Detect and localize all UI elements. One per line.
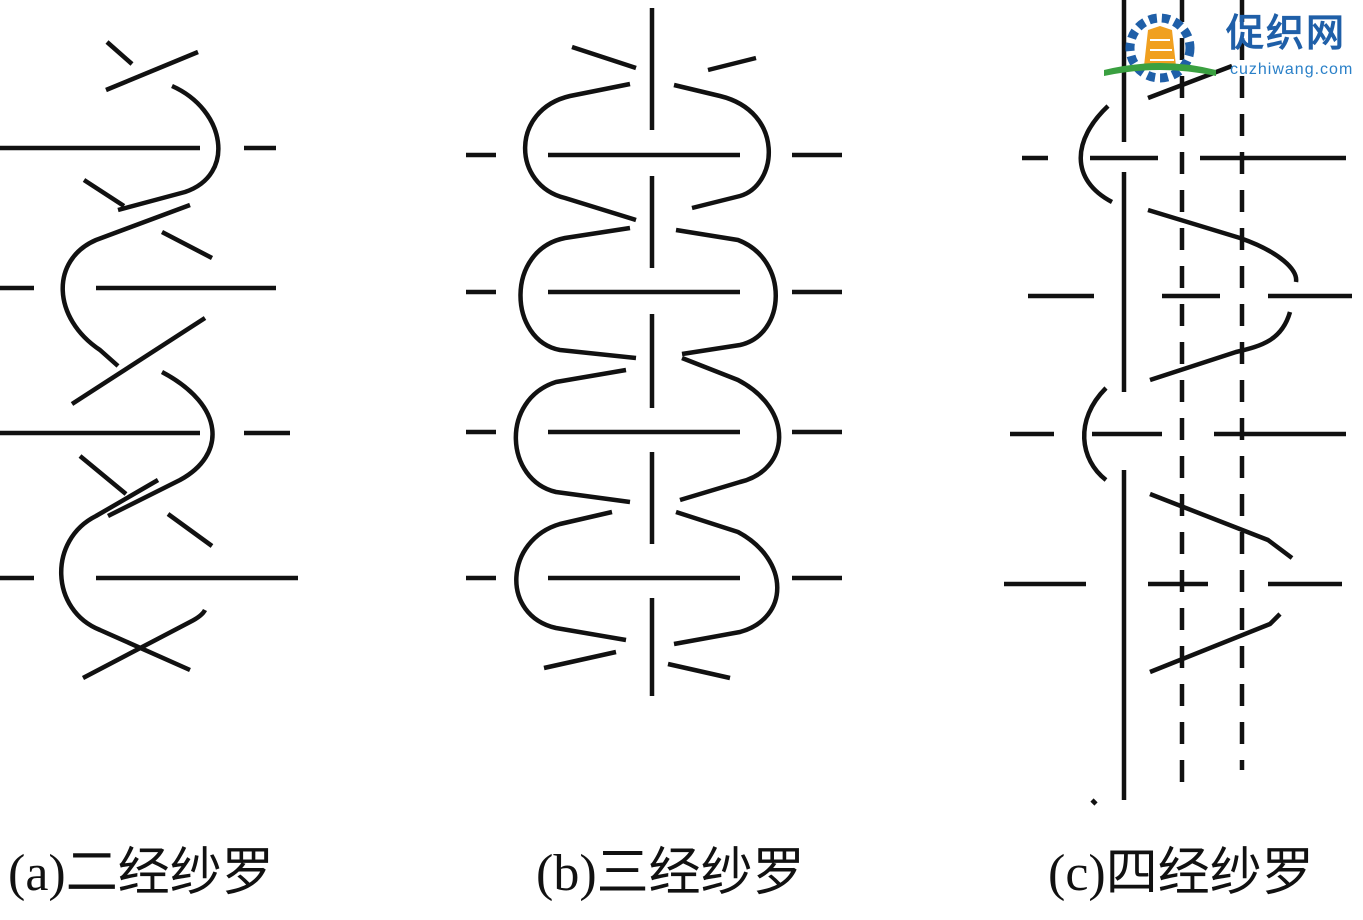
crossing-warp-yarns xyxy=(513,44,782,681)
logo-title: 促织网 xyxy=(1226,11,1347,55)
site-logo: 促织网 cuzhiwang.com xyxy=(1100,12,1362,88)
weft-yarns xyxy=(466,152,842,581)
caption-four-end-leno: (c)四经纱罗 xyxy=(1048,845,1314,902)
crossing-warp-yarns xyxy=(59,40,221,680)
caption-three-end-leno: (b)三经纱罗 xyxy=(536,845,805,902)
diagram-three-end-leno xyxy=(466,8,842,696)
crossing-warp-yarns xyxy=(1078,63,1299,675)
caption-two-end-leno: (a)二经纱罗 xyxy=(8,845,274,902)
logo-emblem xyxy=(1104,13,1216,83)
ground-warp-yarns xyxy=(1090,0,1245,806)
weft-yarns xyxy=(1004,155,1352,587)
logo-url: cuzhiwang.com xyxy=(1230,61,1354,78)
diagram-two-end-leno xyxy=(0,40,298,680)
weft-yarns xyxy=(0,145,298,581)
diagram-four-end-leno xyxy=(1004,0,1352,806)
